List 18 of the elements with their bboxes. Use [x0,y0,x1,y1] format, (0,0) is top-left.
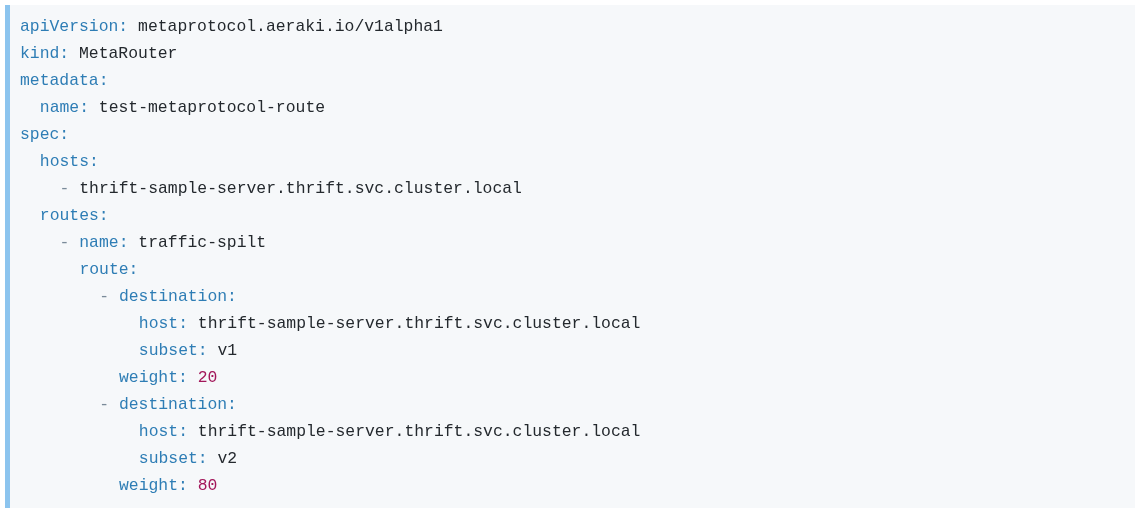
code-line: name: test-metaprotocol-route [39,98,326,118]
code-line: metadata: [20,71,109,91]
code-line: host: thrift-sample-server.thrift.svc.cluster.local [138,422,641,442]
code-line: weight: 20 [119,368,218,388]
code-line: weight: 80 [119,476,218,496]
code-line: routes: [39,206,109,226]
code-line: spec: [20,125,70,145]
code-line: host: thrift-sample-server.thrift.svc.cluster.local [138,314,641,334]
code-line: subset: v1 [138,341,238,361]
code-line: hosts: [39,152,99,172]
code-line: - name: traffic-spilt [59,233,267,253]
code-line: - destination: [99,395,237,415]
code-line: apiVersion: metaprotocol.aeraki.io/v1alpha1 [20,17,443,37]
code-line: subset: v2 [138,449,238,469]
code-line: route: [79,260,139,280]
code-line: - destination: [99,287,237,307]
code-line: - thrift-sample-server.thrift.svc.cluster.local [59,179,522,199]
code-line: kind: MetaRouter [20,44,178,64]
